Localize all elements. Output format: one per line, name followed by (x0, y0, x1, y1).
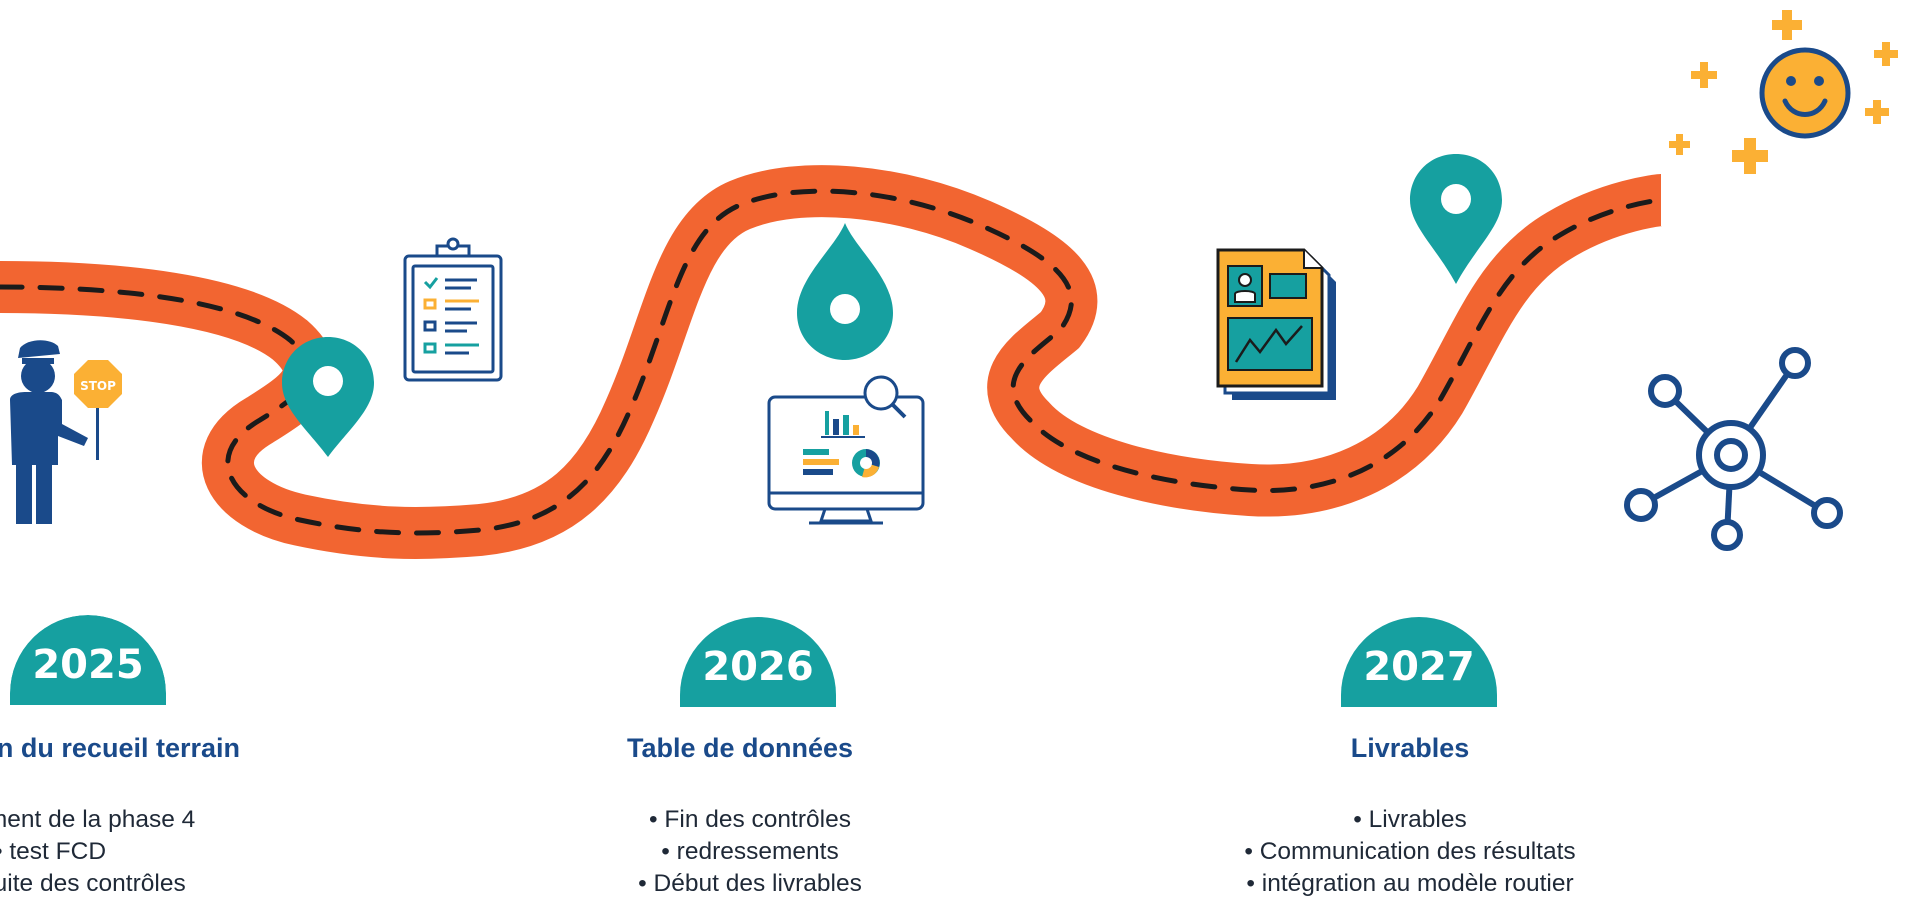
winding-road (0, 165, 1664, 559)
list-item: Poursuite des contrôles (0, 868, 300, 900)
milestone-list-2026: Fin des contrôles redressements Début de… (500, 804, 1000, 900)
analytics-monitor-icon (767, 375, 925, 525)
milestone-title-2026: Table de données (626, 733, 854, 763)
milestone-title-2025: Fin du recueil terrain (0, 733, 240, 763)
list-item: intégration au modèle routier (1160, 868, 1660, 900)
list-item: redressements (500, 836, 1000, 868)
map-pin-icon (797, 223, 893, 360)
list-item: Lancement de la phase 4 (0, 804, 300, 836)
list-item: Livrables (1160, 804, 1660, 836)
clipboard-icon (403, 237, 503, 382)
list-item: Début des livrables (500, 868, 1000, 900)
stop-sign-text: STOP (80, 379, 116, 393)
list-item: Fin des contrôles (500, 804, 1000, 836)
map-pin-icon (1410, 154, 1502, 284)
smiley-face-icon (1759, 47, 1851, 139)
milestone-title-2027: Livrables (1350, 733, 1470, 763)
network-hub-icon (1624, 347, 1843, 551)
list-item: Communication des résultats (1160, 836, 1660, 868)
traffic-officer-icon: STOP (10, 340, 122, 524)
map-pin-icon (282, 337, 374, 457)
list-item: test FCD (0, 836, 300, 868)
milestone-list-2027: Livrables Communication des résultats in… (1160, 804, 1660, 900)
sparkle-icons (1669, 10, 1898, 174)
report-document-icon (1216, 248, 1336, 400)
milestone-list-2025: Lancement de la phase 4 test FCD Poursui… (0, 804, 300, 900)
